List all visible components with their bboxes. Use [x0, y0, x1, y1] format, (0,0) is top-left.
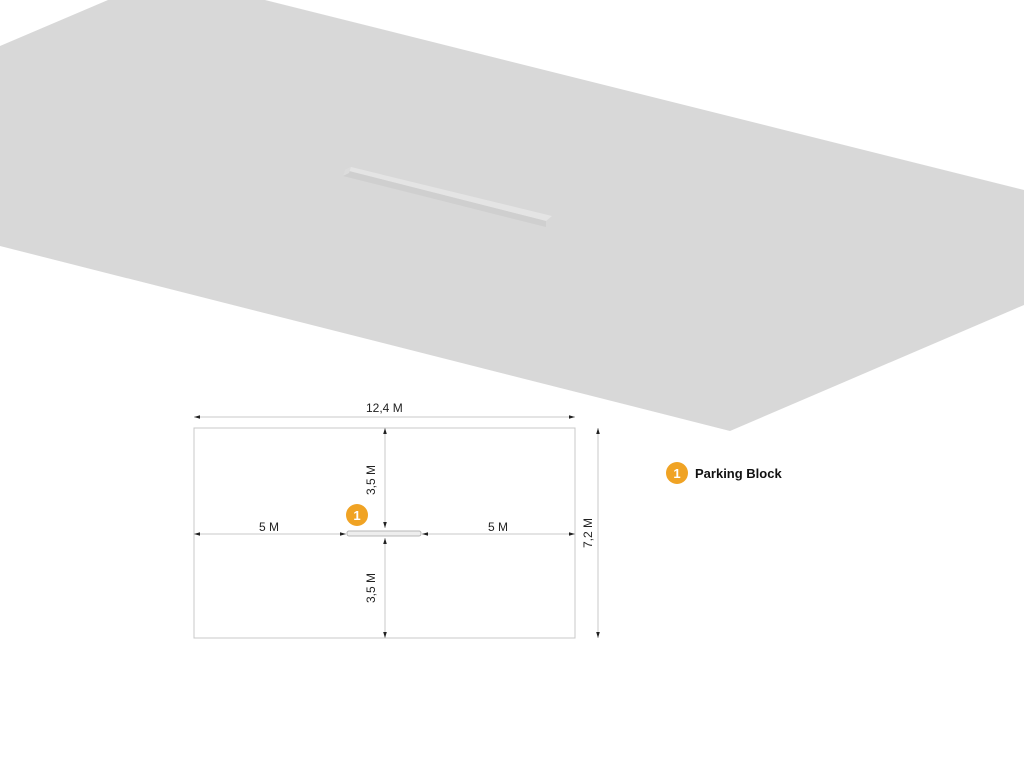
left-offset-label: 5 M [259, 520, 280, 534]
right-offset-label: 5 M [488, 520, 509, 534]
legend-label-parking-block: Parking Block [695, 465, 782, 481]
overall-depth-label: 7,2 M [581, 517, 596, 549]
overall-width-label: 12,4 M [366, 401, 403, 415]
top-offset-label: 3,5 M [364, 464, 379, 496]
legend-marker: 1 [666, 462, 688, 484]
bottom-offset-label: 3,5 M [364, 572, 379, 604]
parking-block-plan [346, 530, 422, 537]
legend: 1 Parking Block [666, 462, 782, 484]
parking-block-marker: 1 [346, 504, 368, 526]
parking-block-3d [343, 167, 552, 227]
